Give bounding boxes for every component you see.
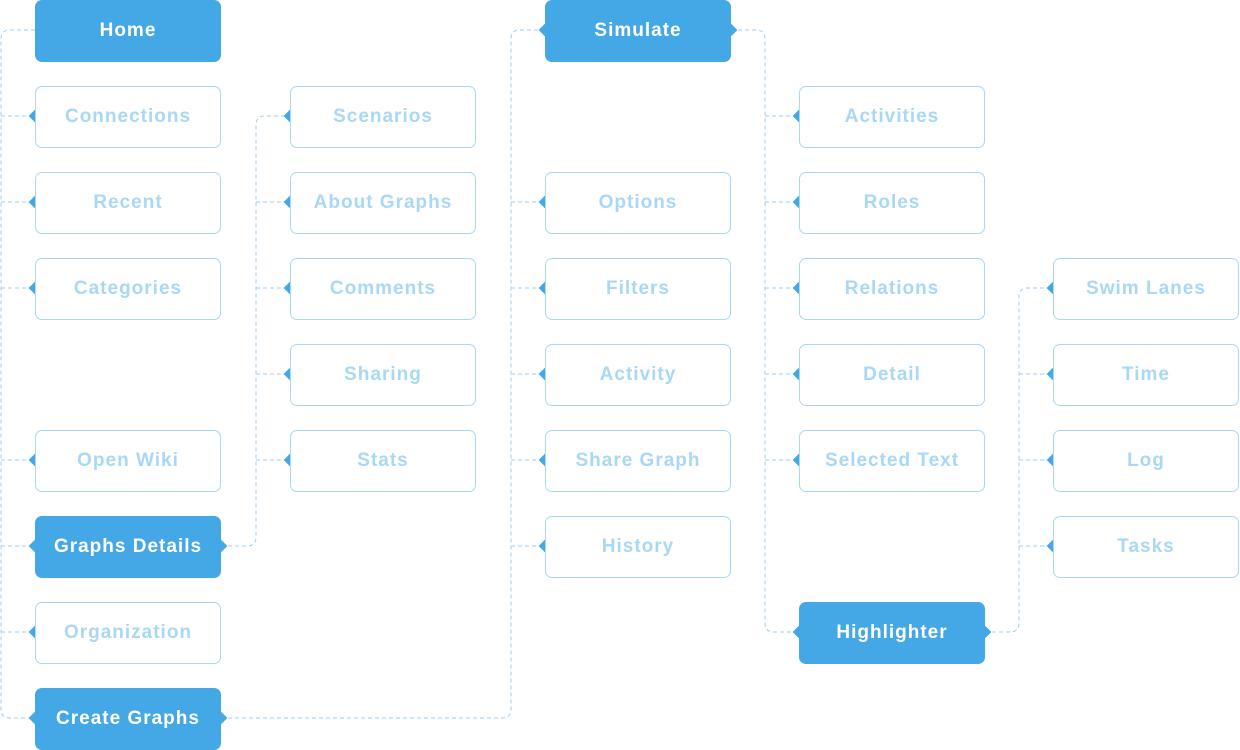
relations-node[interactable]: Relations (799, 258, 985, 320)
sharing-node[interactable]: Sharing (290, 344, 476, 406)
share-graph-label: Share Graph (575, 450, 701, 471)
graphs-details-label: Graphs Details (53, 536, 203, 557)
connections-label: Connections (64, 106, 192, 127)
filters-node[interactable]: Filters (545, 258, 731, 320)
create-graphs-node[interactable]: Create Graphs (35, 688, 221, 750)
connections-node[interactable]: Connections (35, 86, 221, 148)
log-node[interactable]: Log (1053, 430, 1239, 492)
simulate-label: Simulate (594, 20, 682, 41)
options-node[interactable]: Options (545, 172, 731, 234)
options-label: Options (598, 192, 678, 213)
home-node[interactable]: Home (35, 0, 221, 62)
tasks-label: Tasks (1117, 536, 1175, 557)
swim-lanes-label: Swim Lanes (1086, 278, 1206, 299)
recent-label: Recent (93, 192, 163, 213)
time-label: Time (1121, 364, 1170, 385)
history-label: History (601, 536, 675, 557)
home-label: Home (99, 20, 157, 41)
swim-lanes-node[interactable]: Swim Lanes (1053, 258, 1239, 320)
open-wiki-label: Open Wiki (77, 450, 179, 471)
history-node[interactable]: History (545, 516, 731, 578)
selected-text-label: Selected Text (824, 450, 960, 471)
roles-label: Roles (863, 192, 921, 213)
organization-node[interactable]: Organization (35, 602, 221, 664)
scenarios-node[interactable]: Scenarios (290, 86, 476, 148)
stats-node[interactable]: Stats (290, 430, 476, 492)
about-graphs-node[interactable]: About Graphs (290, 172, 476, 234)
highlighter-label: Highlighter (836, 622, 948, 643)
open-wiki-node[interactable]: Open Wiki (35, 430, 221, 492)
comments-label: Comments (329, 278, 437, 299)
share-graph-node[interactable]: Share Graph (545, 430, 731, 492)
tasks-node[interactable]: Tasks (1053, 516, 1239, 578)
organization-label: Organization (63, 622, 193, 643)
detail-label: Detail (863, 364, 921, 385)
activities-label: Activities (844, 106, 940, 127)
graphs-details-node[interactable]: Graphs Details (35, 516, 221, 578)
comments-node[interactable]: Comments (290, 258, 476, 320)
categories-node[interactable]: Categories (35, 258, 221, 320)
sharing-label: Sharing (344, 364, 422, 385)
time-node[interactable]: Time (1053, 344, 1239, 406)
activities-node[interactable]: Activities (799, 86, 985, 148)
activity-label: Activity (599, 364, 677, 385)
selected-text-node[interactable]: Selected Text (799, 430, 985, 492)
highlighter-node[interactable]: Highlighter (799, 602, 985, 664)
simulate-node[interactable]: Simulate (545, 0, 731, 62)
create-graphs-label: Create Graphs (56, 708, 200, 729)
log-label: Log (1127, 450, 1165, 471)
scenarios-label: Scenarios (333, 106, 433, 127)
recent-node[interactable]: Recent (35, 172, 221, 234)
relations-label: Relations (844, 278, 940, 299)
roles-node[interactable]: Roles (799, 172, 985, 234)
detail-node[interactable]: Detail (799, 344, 985, 406)
categories-label: Categories (73, 278, 183, 299)
stats-label: Stats (357, 450, 409, 471)
about-graphs-label: About Graphs (313, 192, 453, 213)
activity-node[interactable]: Activity (545, 344, 731, 406)
filters-label: Filters (605, 278, 671, 299)
